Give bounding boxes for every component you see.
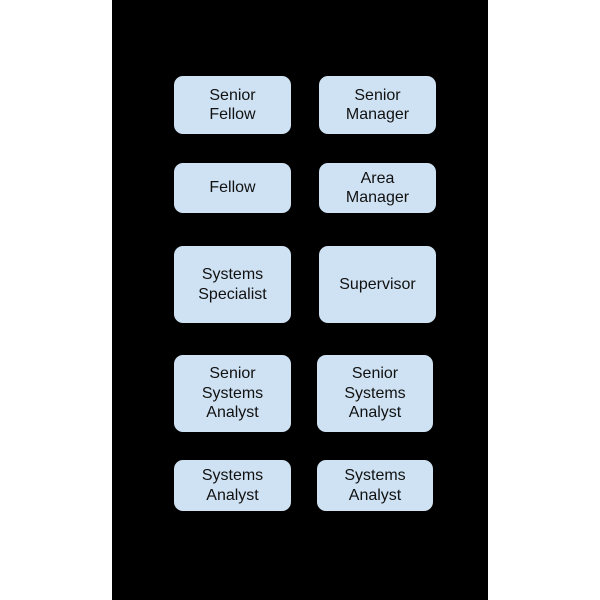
box-label: Supervisor	[339, 275, 416, 293]
box-senior-manager: Senior Manager	[319, 76, 436, 134]
box-label: Systems Specialist	[198, 266, 267, 303]
box-systems-specialist: Systems Specialist	[174, 246, 291, 323]
box-label: Systems Analyst	[344, 467, 406, 504]
box-label: Area Manager	[345, 169, 410, 207]
box-senior-systems-analyst-left: Senior Systems Analyst	[174, 355, 291, 432]
box-area-manager: Area Manager	[319, 163, 436, 213]
box-label: Senior Manager	[345, 86, 410, 124]
box-label: Senior Systems Analyst	[201, 365, 264, 422]
box-supervisor: Supervisor	[319, 246, 436, 323]
box-label: Systems Analyst	[201, 467, 264, 504]
box-senior-systems-analyst-right: Senior Systems Analyst	[317, 355, 433, 432]
box-systems-analyst-right: Systems Analyst	[317, 460, 433, 511]
box-label: Senior Systems Analyst	[344, 365, 406, 422]
box-fellow: Fellow	[174, 163, 291, 213]
box-senior-fellow: Senior Fellow	[174, 76, 291, 134]
box-systems-analyst-left: Systems Analyst	[174, 460, 291, 511]
box-label: Senior Fellow	[209, 86, 256, 124]
box-label: Fellow	[209, 179, 256, 197]
